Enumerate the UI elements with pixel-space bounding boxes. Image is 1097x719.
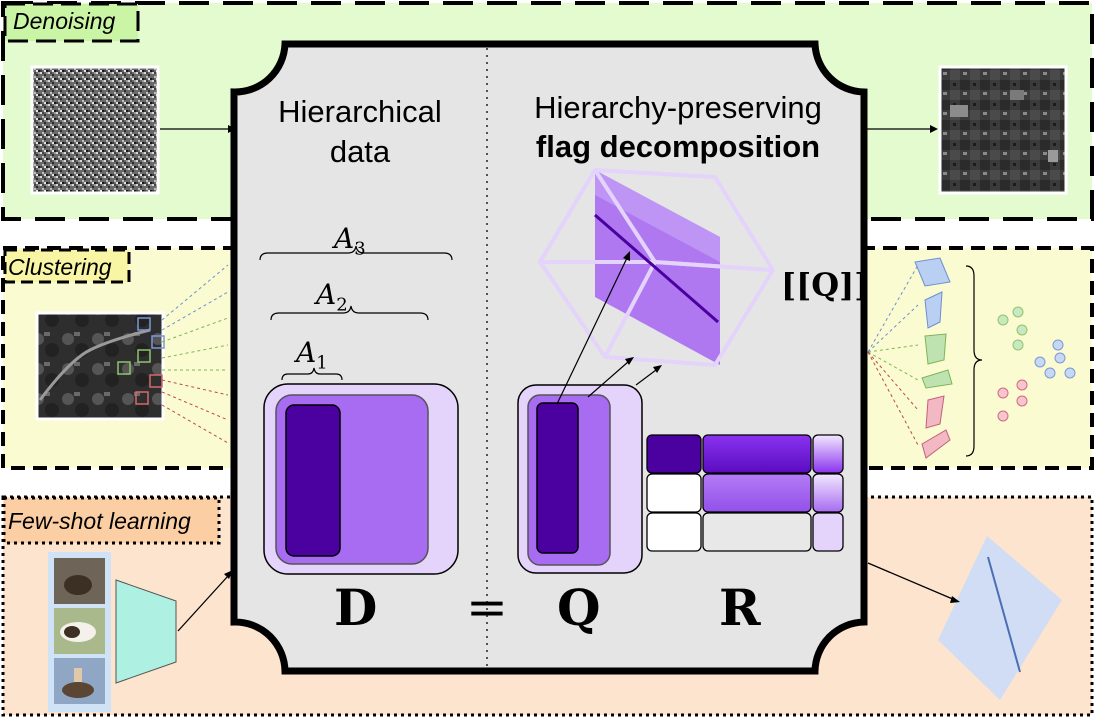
matrix-q-label: Q [557,578,601,637]
left-panel-title: Hierarchical data [258,92,462,172]
left-panel-title-text: Hierarchical data [278,94,442,169]
equals-sign: = [466,578,508,636]
cluster-points [997,306,1076,422]
matrix-r-label: R [719,578,761,637]
right-panel-title-line2: flag decomposition [535,129,821,164]
matrix-r [646,434,844,552]
cluster-flags [914,257,953,459]
matrix-q [517,384,643,574]
q-to-flag-arrows [556,251,662,405]
set-a1-label: A1 [296,336,328,374]
brace-a1 [281,367,343,381]
fewshot-flag-plane [938,536,1062,700]
matrix-d-label: D [334,578,378,637]
denoised-image [938,65,1068,195]
brace-a2 [270,305,429,321]
matrix-d [263,383,459,575]
brace-a3 [259,245,453,261]
central-panel [230,40,868,675]
encoder-shape [115,579,177,684]
flag-geometry [538,168,775,367]
fewshot-label: Few-shot learning [8,508,191,534]
right-panel-title-line1: Hierarchy-preserving [534,90,822,125]
satellite-image [35,311,165,421]
set-a3-label: A3 [334,222,366,260]
set-a2-label: A2 [316,278,348,316]
flag-notation: [[Q]] [781,266,870,304]
clustering-label: Clustering [8,254,112,280]
fewshot-images [48,552,111,712]
denoising-label: Denoising [13,8,116,34]
noisy-image [30,65,160,195]
